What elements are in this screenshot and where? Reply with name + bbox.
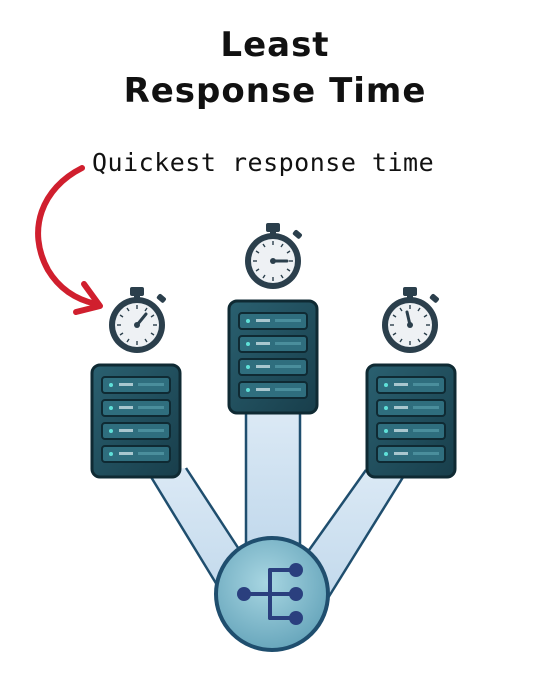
diagram-title: Least Response Time [0,22,550,114]
curved-arrow-icon [35,165,103,315]
server-rack-icon [90,363,182,479]
server-rack-icon [365,363,457,479]
title-line-2: Response Time [123,71,427,111]
stopwatch-icon [109,287,166,353]
server-rack-icon [227,299,319,415]
stopwatch-icon [245,223,302,289]
annotation-label: Quickest response time [92,148,435,177]
title-line-1: Least [220,25,330,65]
connection-beam-right [300,469,407,599]
load-balancer-icon [214,536,330,652]
stopwatch-icon [382,287,439,353]
connection-beam-center [244,414,302,545]
